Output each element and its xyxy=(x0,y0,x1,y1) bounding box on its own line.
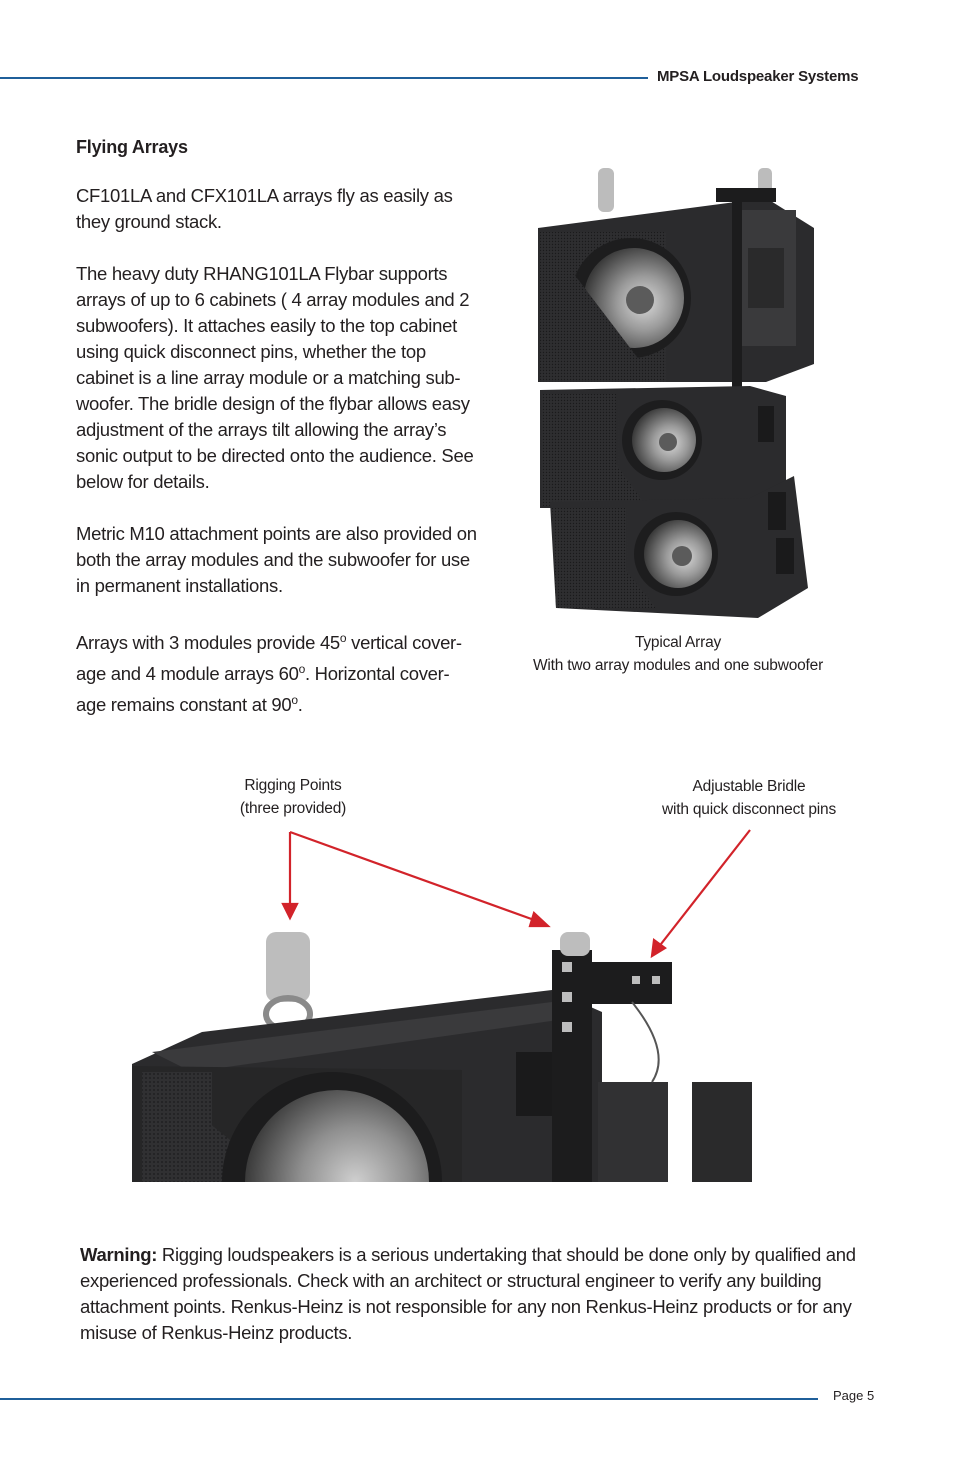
rigging-arrow-head-right xyxy=(528,911,551,928)
typical-array-photo xyxy=(538,168,814,618)
footer-rule xyxy=(0,1398,818,1400)
bridle-arrow-stem xyxy=(660,829,751,945)
adjustable-bridle-label-line2: with quick disconnect pins xyxy=(661,801,836,818)
warning-paragraph: Warning: Rigging loudspeakers is a serio… xyxy=(80,1242,880,1346)
adjustable-bridle-label-line1: Adjustable Bridle xyxy=(692,778,806,795)
coverage-text-c: . Horizontal cover-age remains constant … xyxy=(76,663,450,716)
figure1-caption-line2: With two array modules and one subwoofer xyxy=(532,657,824,674)
coverage-text-b: vertical cover-age and 4 module arrays 6… xyxy=(76,632,462,685)
paragraph-metric: Metric M10 attachment points are also pr… xyxy=(76,523,477,596)
coverage-text-d: . xyxy=(297,694,303,716)
flybar-closeup-photo xyxy=(132,932,754,1182)
rigging-points-label-line2: (three provided) xyxy=(239,800,347,817)
bridle-arrow-head xyxy=(650,938,667,959)
header-rule xyxy=(0,77,648,79)
paragraph-intro: CF101LA and CFX101LA arrays fly as easil… xyxy=(76,185,453,232)
figure1-caption-line1: Typical Array xyxy=(634,634,722,651)
degree-mark: o xyxy=(298,662,306,677)
section-title: Flying Arrays xyxy=(76,137,188,157)
paragraph-coverage: Arrays with 3 modules provide 45o vertic… xyxy=(76,625,471,718)
degree-mark: o xyxy=(291,693,298,708)
adjustable-bridle-label: Adjustable Bridle with quick disconnect … xyxy=(640,775,858,821)
page-number: Page 5 xyxy=(833,1388,875,1403)
rigging-arrow-diagonal xyxy=(289,830,538,923)
degree-mark: o xyxy=(339,631,347,645)
header-title: MPSA Loudspeaker Systems xyxy=(657,68,859,85)
warning-label: Warning: xyxy=(80,1244,158,1265)
paragraph-flybar: The heavy duty RHANG101LA Flybar support… xyxy=(76,263,474,492)
rigging-points-label: Rigging Points (three provided) xyxy=(210,774,376,820)
figure1-caption: Typical Array With two array modules and… xyxy=(510,631,846,677)
warning-text: Rigging loudspeakers is a serious undert… xyxy=(80,1244,856,1343)
coverage-text-a: Arrays with 3 modules provide 45 xyxy=(76,632,340,654)
rigging-arrow-head-left xyxy=(281,902,299,921)
rigging-points-label-line1: Rigging Points xyxy=(244,777,342,794)
